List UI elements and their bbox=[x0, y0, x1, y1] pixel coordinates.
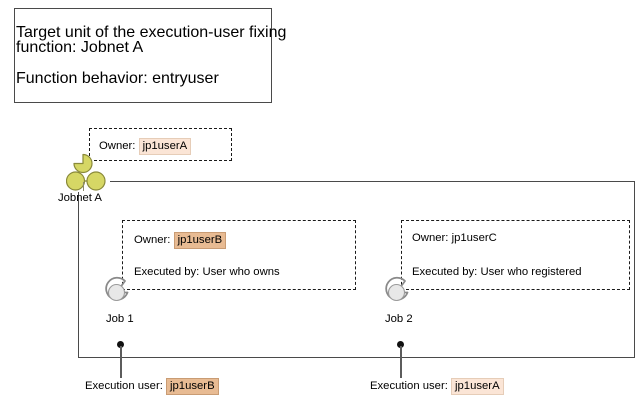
execution-user-2: Execution user: jp1userA bbox=[370, 378, 504, 395]
job1-connector-stem bbox=[119, 346, 122, 378]
jobnet-owner-prefix: Owner: bbox=[99, 140, 136, 152]
jobnet-icon-tick bbox=[83, 182, 84, 191]
job1-connector-dot bbox=[117, 341, 124, 348]
job2-connector-stem bbox=[399, 346, 402, 378]
jobnet-label: Jobnet A bbox=[58, 192, 102, 204]
job2-owner-text: Owner: jp1userC bbox=[412, 232, 497, 244]
job1-callout-box bbox=[122, 220, 356, 290]
description-line-1: Target unit of the execution-user fixing bbox=[16, 24, 287, 41]
job2-circle-icon bbox=[381, 273, 415, 307]
jobnet-owner-callout-box bbox=[89, 128, 232, 161]
description-box bbox=[14, 8, 272, 103]
job1-owner-value: jp1userB bbox=[173, 232, 227, 249]
execution-user-2-value: jp1userA bbox=[451, 378, 504, 395]
job2-owner-prefix: Owner: bbox=[412, 232, 449, 244]
job2-callout-box bbox=[401, 220, 630, 290]
job2-owner-value: jp1userC bbox=[451, 232, 497, 244]
jobnet-three-circles-icon bbox=[66, 145, 116, 191]
jobnet-owner-value: jp1userA bbox=[138, 138, 192, 155]
jobnet-owner-callout-text: Owner: jp1userA bbox=[99, 138, 192, 155]
execution-user-1-prefix: Execution user: bbox=[85, 380, 163, 392]
job1-owner-text: Owner: jp1userB bbox=[134, 232, 227, 249]
description-line-3: Function behavior: entryuser bbox=[16, 70, 219, 87]
jobnet-container-bottom-edge bbox=[78, 357, 635, 358]
jobnet-container-left-edge bbox=[78, 192, 79, 358]
execution-user-2-prefix: Execution user: bbox=[370, 380, 448, 392]
job1-circle-icon bbox=[101, 273, 135, 307]
jobnet-container-right-edge bbox=[634, 181, 635, 358]
job2-connector-dot bbox=[397, 341, 404, 348]
execution-user-1-value: jp1userB bbox=[166, 378, 219, 395]
jobnet-container-top-edge bbox=[110, 181, 635, 182]
job2-label: Job 2 bbox=[385, 313, 413, 325]
job2-executed-by-text: Executed by: User who registered bbox=[412, 266, 582, 278]
job1-label: Job 1 bbox=[106, 313, 134, 325]
description-line-2: function: Jobnet A bbox=[16, 39, 144, 56]
job1-owner-prefix: Owner: bbox=[134, 234, 171, 246]
job1-executed-by-text: Executed by: User who owns bbox=[134, 266, 280, 278]
execution-user-1: Execution user: jp1userB bbox=[85, 378, 219, 395]
